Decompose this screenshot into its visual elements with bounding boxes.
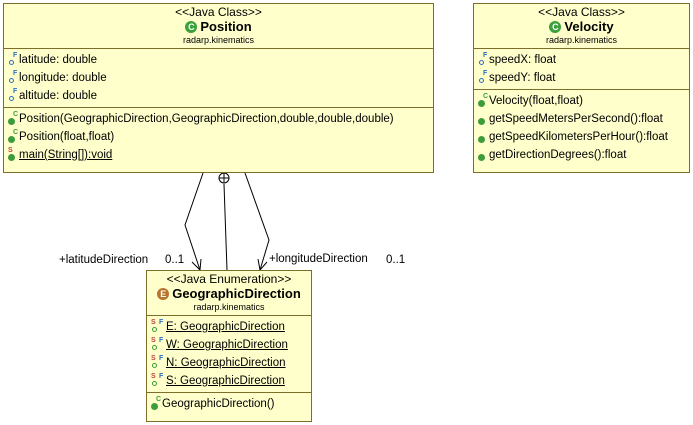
velocity-stereotype: <<Java Class>>: [538, 5, 625, 19]
public-method-icon: [478, 149, 488, 161]
velocity-title: Velocity: [564, 19, 614, 34]
position-class-box[interactable]: <<Java Class>> C Position radarp.kinemat…: [3, 3, 434, 173]
constructor-icon: C: [8, 129, 18, 143]
static-method-icon: S: [8, 147, 18, 161]
latitude-role-label: +latitudeDirection: [59, 254, 149, 266]
nesting-line: [223, 183, 228, 271]
class-icon: C: [185, 21, 198, 33]
velocity-method: getSpeedKilometersPerHour():float: [474, 128, 689, 146]
position-package: radarp.kinematics: [182, 35, 255, 45]
position-stereotype: <<Java Class>>: [175, 5, 262, 19]
final-field-icon: F: [478, 52, 488, 66]
position-header: <<Java Class>> C Position radarp.kinemat…: [4, 4, 433, 49]
velocity-class-box[interactable]: <<Java Class>> C Velocity radarp.kinemat…: [473, 3, 690, 173]
final-field-icon: F: [8, 52, 18, 66]
geo-title: GeographicDirection: [172, 286, 301, 301]
geo-header: <<Java Enumeration>> E GeographicDirecti…: [147, 271, 311, 316]
final-field-icon: F: [8, 70, 18, 84]
velocity-method: getDirectionDegrees():float: [474, 146, 689, 164]
geographic-direction-enum-box[interactable]: <<Java Enumeration>> E GeographicDirecti…: [146, 270, 312, 422]
public-method-icon: [478, 113, 488, 125]
enum-icon: E: [157, 288, 170, 300]
nesting-circle-icon: [218, 172, 230, 184]
geo-package: radarp.kinematics: [193, 302, 265, 312]
latitude-association-line: [184, 172, 204, 271]
constructor-icon: C: [8, 111, 18, 125]
geo-stereotype: <<Java Enumeration>>: [166, 272, 292, 286]
latitude-multiplicity: 0..1: [165, 254, 185, 266]
class-icon: C: [549, 21, 562, 33]
velocity-method: getSpeedMetersPerSecond():float: [474, 110, 689, 128]
longitude-role-label: +longitudeDirection: [269, 253, 368, 265]
position-title: Position: [200, 19, 252, 34]
longitude-multiplicity: 0..1: [386, 254, 406, 266]
constructor-icon: C: [478, 93, 488, 107]
velocity-header: <<Java Class>> C Velocity radarp.kinemat…: [474, 4, 689, 49]
longitude-association-line: [244, 172, 270, 271]
position-name: C Position: [4, 19, 433, 35]
velocity-name: C Velocity: [474, 19, 689, 35]
velocity-package: radarp.kinematics: [545, 35, 618, 45]
final-field-icon: F: [478, 70, 488, 84]
final-field-icon: F: [8, 88, 18, 102]
public-method-icon: [478, 131, 488, 143]
geo-name: E GeographicDirection: [147, 286, 311, 302]
constructor-icon: C: [151, 396, 161, 410]
